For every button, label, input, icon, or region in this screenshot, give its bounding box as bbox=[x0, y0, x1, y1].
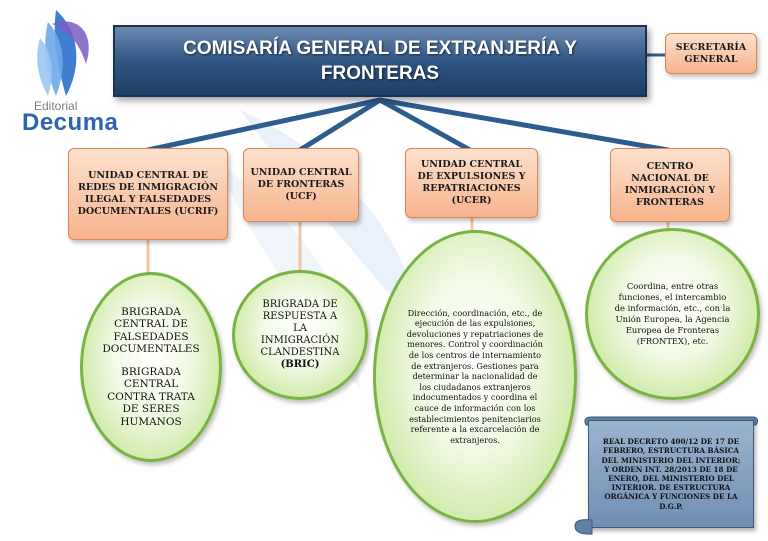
ucf-detail-line-1: BRIGRADA DE RESPUESTA A LA INMIGRACIÓN C… bbox=[260, 299, 340, 358]
ucer-detail-text: Dirección, coordinación, etc., de ejecuc… bbox=[406, 307, 544, 445]
unit-ucf-box: UNIDAD CENTRAL DE FRONTERAS (UCF) bbox=[243, 148, 359, 222]
ucf-detail-ellipse: BRIGRADA DE RESPUESTA A LA INMIGRACIÓN C… bbox=[232, 270, 368, 400]
ucrif-detail-line-1: BRIGRADA CENTRAL DE FALSEDADES DOCUMENTA… bbox=[102, 305, 200, 356]
unit-centro-box: CENTRO NACIONAL DE INMIGRACIÓN Y FRONTER… bbox=[610, 148, 730, 222]
ucrif-detail-line-2: BRIGRADA CENTRAL CONTRA TRATA DE SERES H… bbox=[107, 365, 195, 428]
editorial-logo: Editorial Decuma bbox=[8, 4, 118, 136]
centro-detail-ellipse: Coordina, entre otras funciones, el inte… bbox=[585, 228, 760, 400]
scroll-curl-bottom-icon bbox=[574, 519, 593, 535]
logo-text-decuma: Decuma bbox=[22, 109, 119, 136]
ucer-detail-ellipse: Dirección, coordinación, etc., de ejecuc… bbox=[373, 230, 577, 523]
unit-centro-label: CENTRO NACIONAL DE INMIGRACIÓN Y FRONTER… bbox=[624, 161, 716, 208]
legal-reference-text: REAL DECRETO 400/12 DE 17 DE FEBRERO, ES… bbox=[601, 437, 741, 511]
centro-detail-text: Coordina, entre otras funciones, el inte… bbox=[614, 281, 731, 346]
unit-ucer-box: UNIDAD CENTRAL DE EXPULSIONES Y REPATRIA… bbox=[405, 148, 538, 218]
logo-text-editorial: Editorial bbox=[34, 99, 78, 113]
ucrif-detail-text: BRIGRADA CENTRAL DE FALSEDADES DOCUMENTA… bbox=[101, 306, 201, 429]
unit-ucer-label: UNIDAD CENTRAL DE EXPULSIONES Y REPATRIA… bbox=[417, 159, 526, 206]
unit-ucrif-box: UNIDAD CENTRAL DE REDES DE INMIGRACIÓN I… bbox=[68, 148, 228, 240]
main-title-box: COMISARÍA GENERAL DE EXTRANJERÍA Y FRONT… bbox=[113, 25, 647, 97]
ucf-detail-bric: (BRIC) bbox=[280, 359, 320, 370]
secretaria-general-label: SECRETARÍA GENERAL bbox=[675, 41, 747, 65]
unit-ucf-label: UNIDAD CENTRAL DE FRONTERAS (UCF) bbox=[250, 167, 352, 202]
legal-reference-scroll: REAL DECRETO 400/12 DE 17 DE FEBRERO, ES… bbox=[588, 420, 754, 528]
secretaria-general-box: SECRETARÍA GENERAL bbox=[665, 33, 757, 74]
main-title: COMISARÍA GENERAL DE EXTRANJERÍA Y FRONT… bbox=[183, 38, 577, 84]
feather-logo-icon bbox=[37, 10, 89, 96]
ucf-detail-text: BRIGRADA DE RESPUESTA A LA INMIGRACIÓN C… bbox=[255, 299, 345, 371]
ucrif-detail-gap bbox=[101, 356, 201, 366]
unit-ucrif-label: UNIDAD CENTRAL DE REDES DE INMIGRACIÓN I… bbox=[77, 170, 219, 217]
ucrif-detail-ellipse: BRIGRADA CENTRAL DE FALSEDADES DOCUMENTA… bbox=[80, 272, 222, 462]
